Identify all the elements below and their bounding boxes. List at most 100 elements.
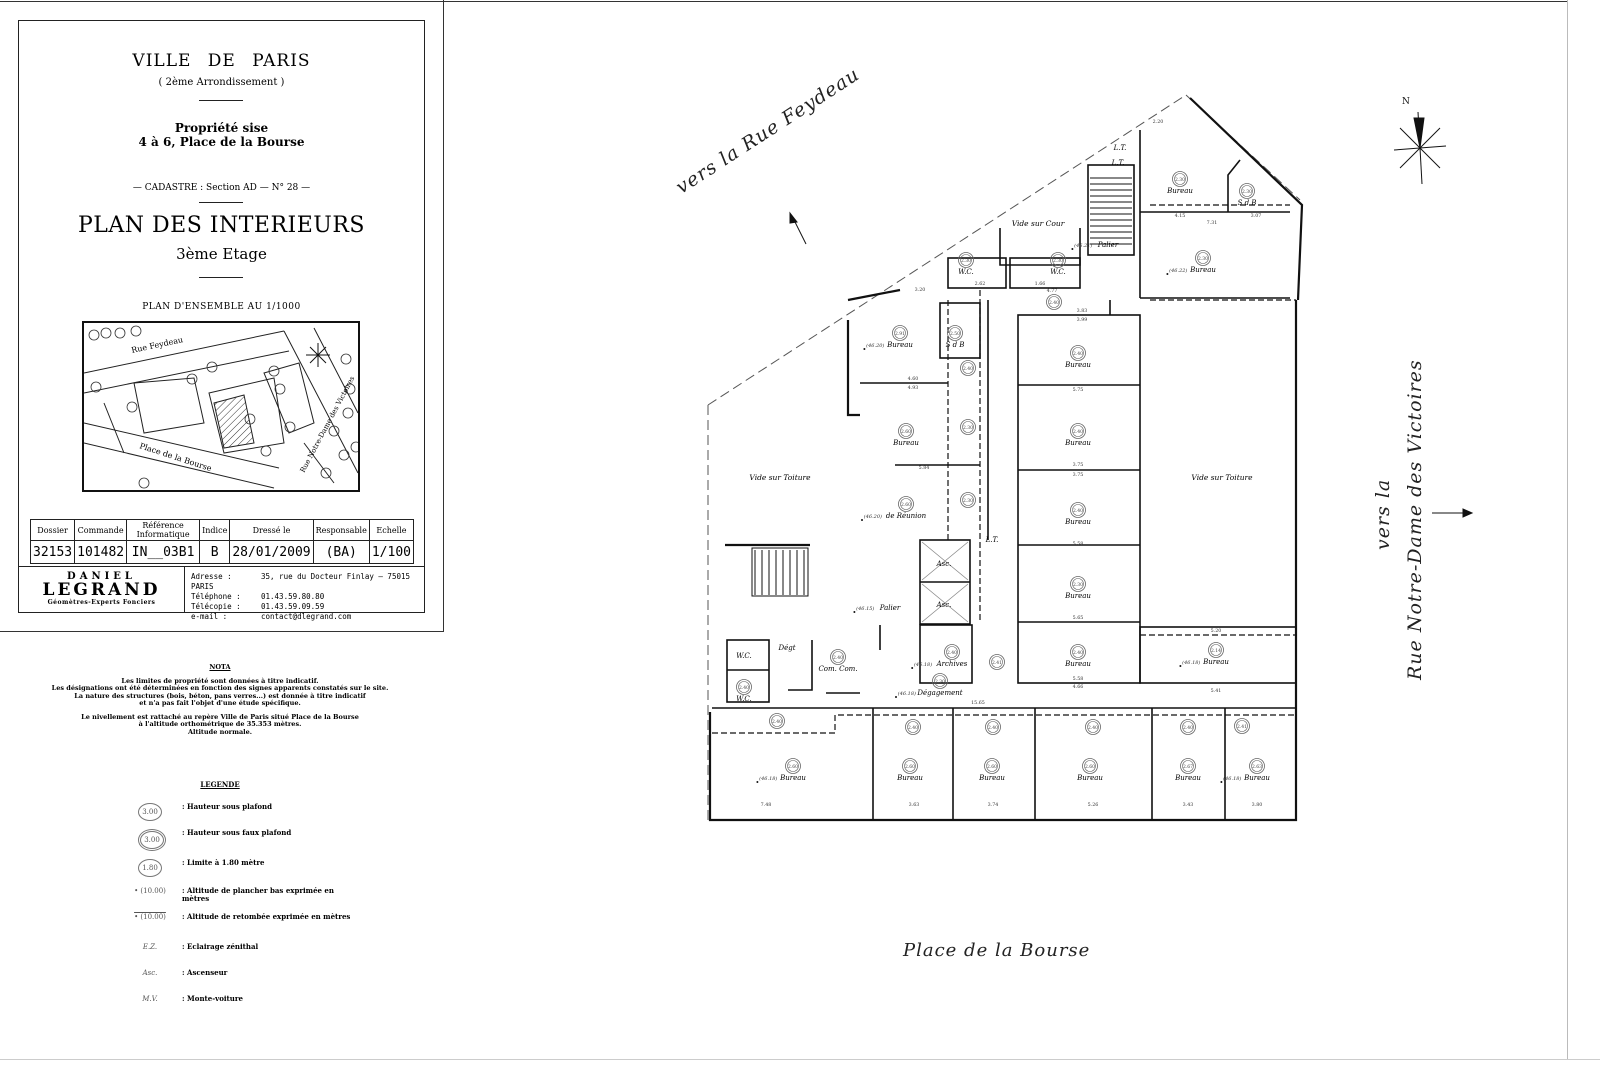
parcel-marker [328, 425, 340, 437]
dimension-label: 15.65 [971, 700, 985, 706]
parcel-marker [344, 383, 356, 395]
ceiling-height-icon [1070, 423, 1086, 439]
ceiling-height-icon [1085, 719, 1101, 735]
ceiling-height-icon [958, 252, 974, 268]
ceiling-height-icon [898, 496, 914, 512]
legend-item: 3.00: Hauteur sous plafond [120, 803, 360, 829]
room-name: Bureau [1064, 592, 1091, 600]
legend-symbol: • (10.00) [134, 913, 166, 921]
room-name: Bureau [779, 774, 806, 782]
ceiling-height-icon [1239, 183, 1255, 199]
ceiling-height-value: 2.41 [992, 660, 1002, 666]
dimension-label: 5.20 [1211, 628, 1222, 634]
plan-title: PLAN DES INTERIEURS [78, 213, 365, 238]
room-name: Bureau [1166, 187, 1193, 195]
contact-row: Télécopie :01.43.59.09.59 [191, 602, 424, 612]
room-ceiling-height: 2.63 [1252, 764, 1262, 770]
room-floor-level: (46.20) [866, 342, 884, 349]
info-value: 28/01/2009 [229, 540, 314, 564]
legend-item: 1.80 : Limite à 1.80 mètre [120, 859, 360, 887]
room-ceiling-height: 2.30 [961, 258, 971, 264]
interior-walls [712, 130, 1297, 820]
dimension-label: 3.83 [1077, 308, 1088, 314]
ceiling-height-icon [944, 644, 960, 660]
ceiling-height-icon [1241, 185, 1253, 197]
contact-value: 01.43.59.09.59 [261, 602, 325, 611]
dimension-label: 4.60 [908, 376, 919, 382]
dimension-label: 1.66 [1035, 281, 1046, 287]
dimension-label: 3.07 [1251, 213, 1262, 219]
dimension-label: 4.15 [1175, 213, 1186, 219]
ceiling-height-icon [905, 719, 921, 735]
ceiling-height-icon [1236, 720, 1248, 732]
room-name: W.C. [1050, 268, 1066, 276]
direction-arrows [789, 211, 1474, 518]
ceiling-height-value: 2.41 [1237, 724, 1247, 730]
floor-label: 3ème Etage [176, 245, 267, 263]
info-value: (BA) [312, 540, 370, 564]
ceiling-height-icon [1070, 502, 1086, 518]
north-arrow-icon: N [1393, 97, 1447, 185]
ceiling-height-icon [960, 492, 976, 508]
legend-symbol: 1.80 [138, 859, 162, 877]
ceiling-height-icon [1070, 345, 1086, 361]
ceiling-height-icon [960, 419, 976, 435]
page-border-right [1567, 0, 1568, 1060]
legend-label: : Limite à 1.80 mètre [182, 858, 265, 867]
legend-title: LEGENDE [200, 780, 240, 789]
company-logo: DANIEL LEGRAND Géomètres-Experts Foncier… [19, 567, 185, 613]
room-name: Bureau [886, 341, 913, 349]
north-label: N [1402, 97, 1410, 107]
room-name: W.C. [736, 652, 752, 660]
ceiling-height-icon [1052, 254, 1064, 266]
room-floor-level: (46.18) [1223, 775, 1241, 782]
room-name: S d B [1238, 199, 1257, 207]
overview-map: Rue Feydeau Place de la Bourse Rue Notre… [82, 321, 362, 492]
overview-title: PLAN D'ENSEMBLE AU 1/1000 [142, 302, 301, 312]
room-ceiling-height: 2.40 [1073, 429, 1083, 435]
dimension-label: 7.48 [761, 802, 772, 808]
ceiling-height-icon [1234, 718, 1250, 734]
level-point-icon [1071, 248, 1074, 250]
overview-north-arrow-icon [306, 343, 330, 367]
legend-item: 3.00: Hauteur sous faux plafond [120, 829, 360, 859]
info-header: Echelle [368, 519, 415, 541]
ceiling-height-icon [907, 721, 919, 733]
ceiling-height-icon [736, 679, 752, 695]
parcel-marker [206, 361, 218, 373]
ceiling-height-value: 2.40 [1049, 300, 1059, 306]
company-last-name: LEGRAND [42, 580, 161, 600]
arrondissement: ( 2ème Arrondissement ) [158, 77, 285, 88]
room-ceiling-height: 2.60 [987, 764, 997, 770]
room-name: S d B [946, 341, 965, 349]
level-point-icon [1179, 665, 1182, 667]
ceiling-height-icon [987, 721, 999, 733]
ceiling-height-icon [1084, 760, 1096, 772]
room-floor-level: (46.20) [864, 513, 882, 520]
ceiling-height-icon [1180, 758, 1196, 774]
parcel-marker [130, 325, 142, 337]
level-point-icon [853, 611, 856, 613]
legend-label: : Ascenseur [182, 968, 228, 977]
room-name: Vide sur Toiture [749, 473, 811, 482]
legend-label: : Hauteur sous plafond [182, 802, 272, 811]
ceiling-height-icon [1249, 758, 1265, 774]
company-first-name: DANIEL [67, 571, 136, 582]
contact-row: Téléphone :01.43.59.80.80 [191, 592, 424, 602]
nota-line: Altitude normale. [187, 727, 253, 736]
ceiling-height-icon [900, 425, 912, 437]
room-name: Palier [1097, 241, 1119, 249]
nota-line: La nature des structures (bois, béton, p… [74, 691, 366, 700]
dimension-label: 3.20 [915, 287, 926, 293]
room-ceiling-height: 2.60 [905, 764, 915, 770]
ceiling-height-icon [962, 494, 974, 506]
contact-label: e-mail : [191, 612, 228, 621]
parcel-marker [338, 449, 350, 461]
ceiling-lines [712, 204, 1296, 734]
room-name: Bureau [1202, 658, 1229, 666]
room-name: L.T. [1113, 144, 1127, 152]
room-floor-level: (46.18) [759, 775, 777, 782]
elevator-shafts [921, 541, 969, 623]
dimension-label: 3.43 [1183, 802, 1194, 808]
ceiling-height-icon [962, 362, 974, 374]
